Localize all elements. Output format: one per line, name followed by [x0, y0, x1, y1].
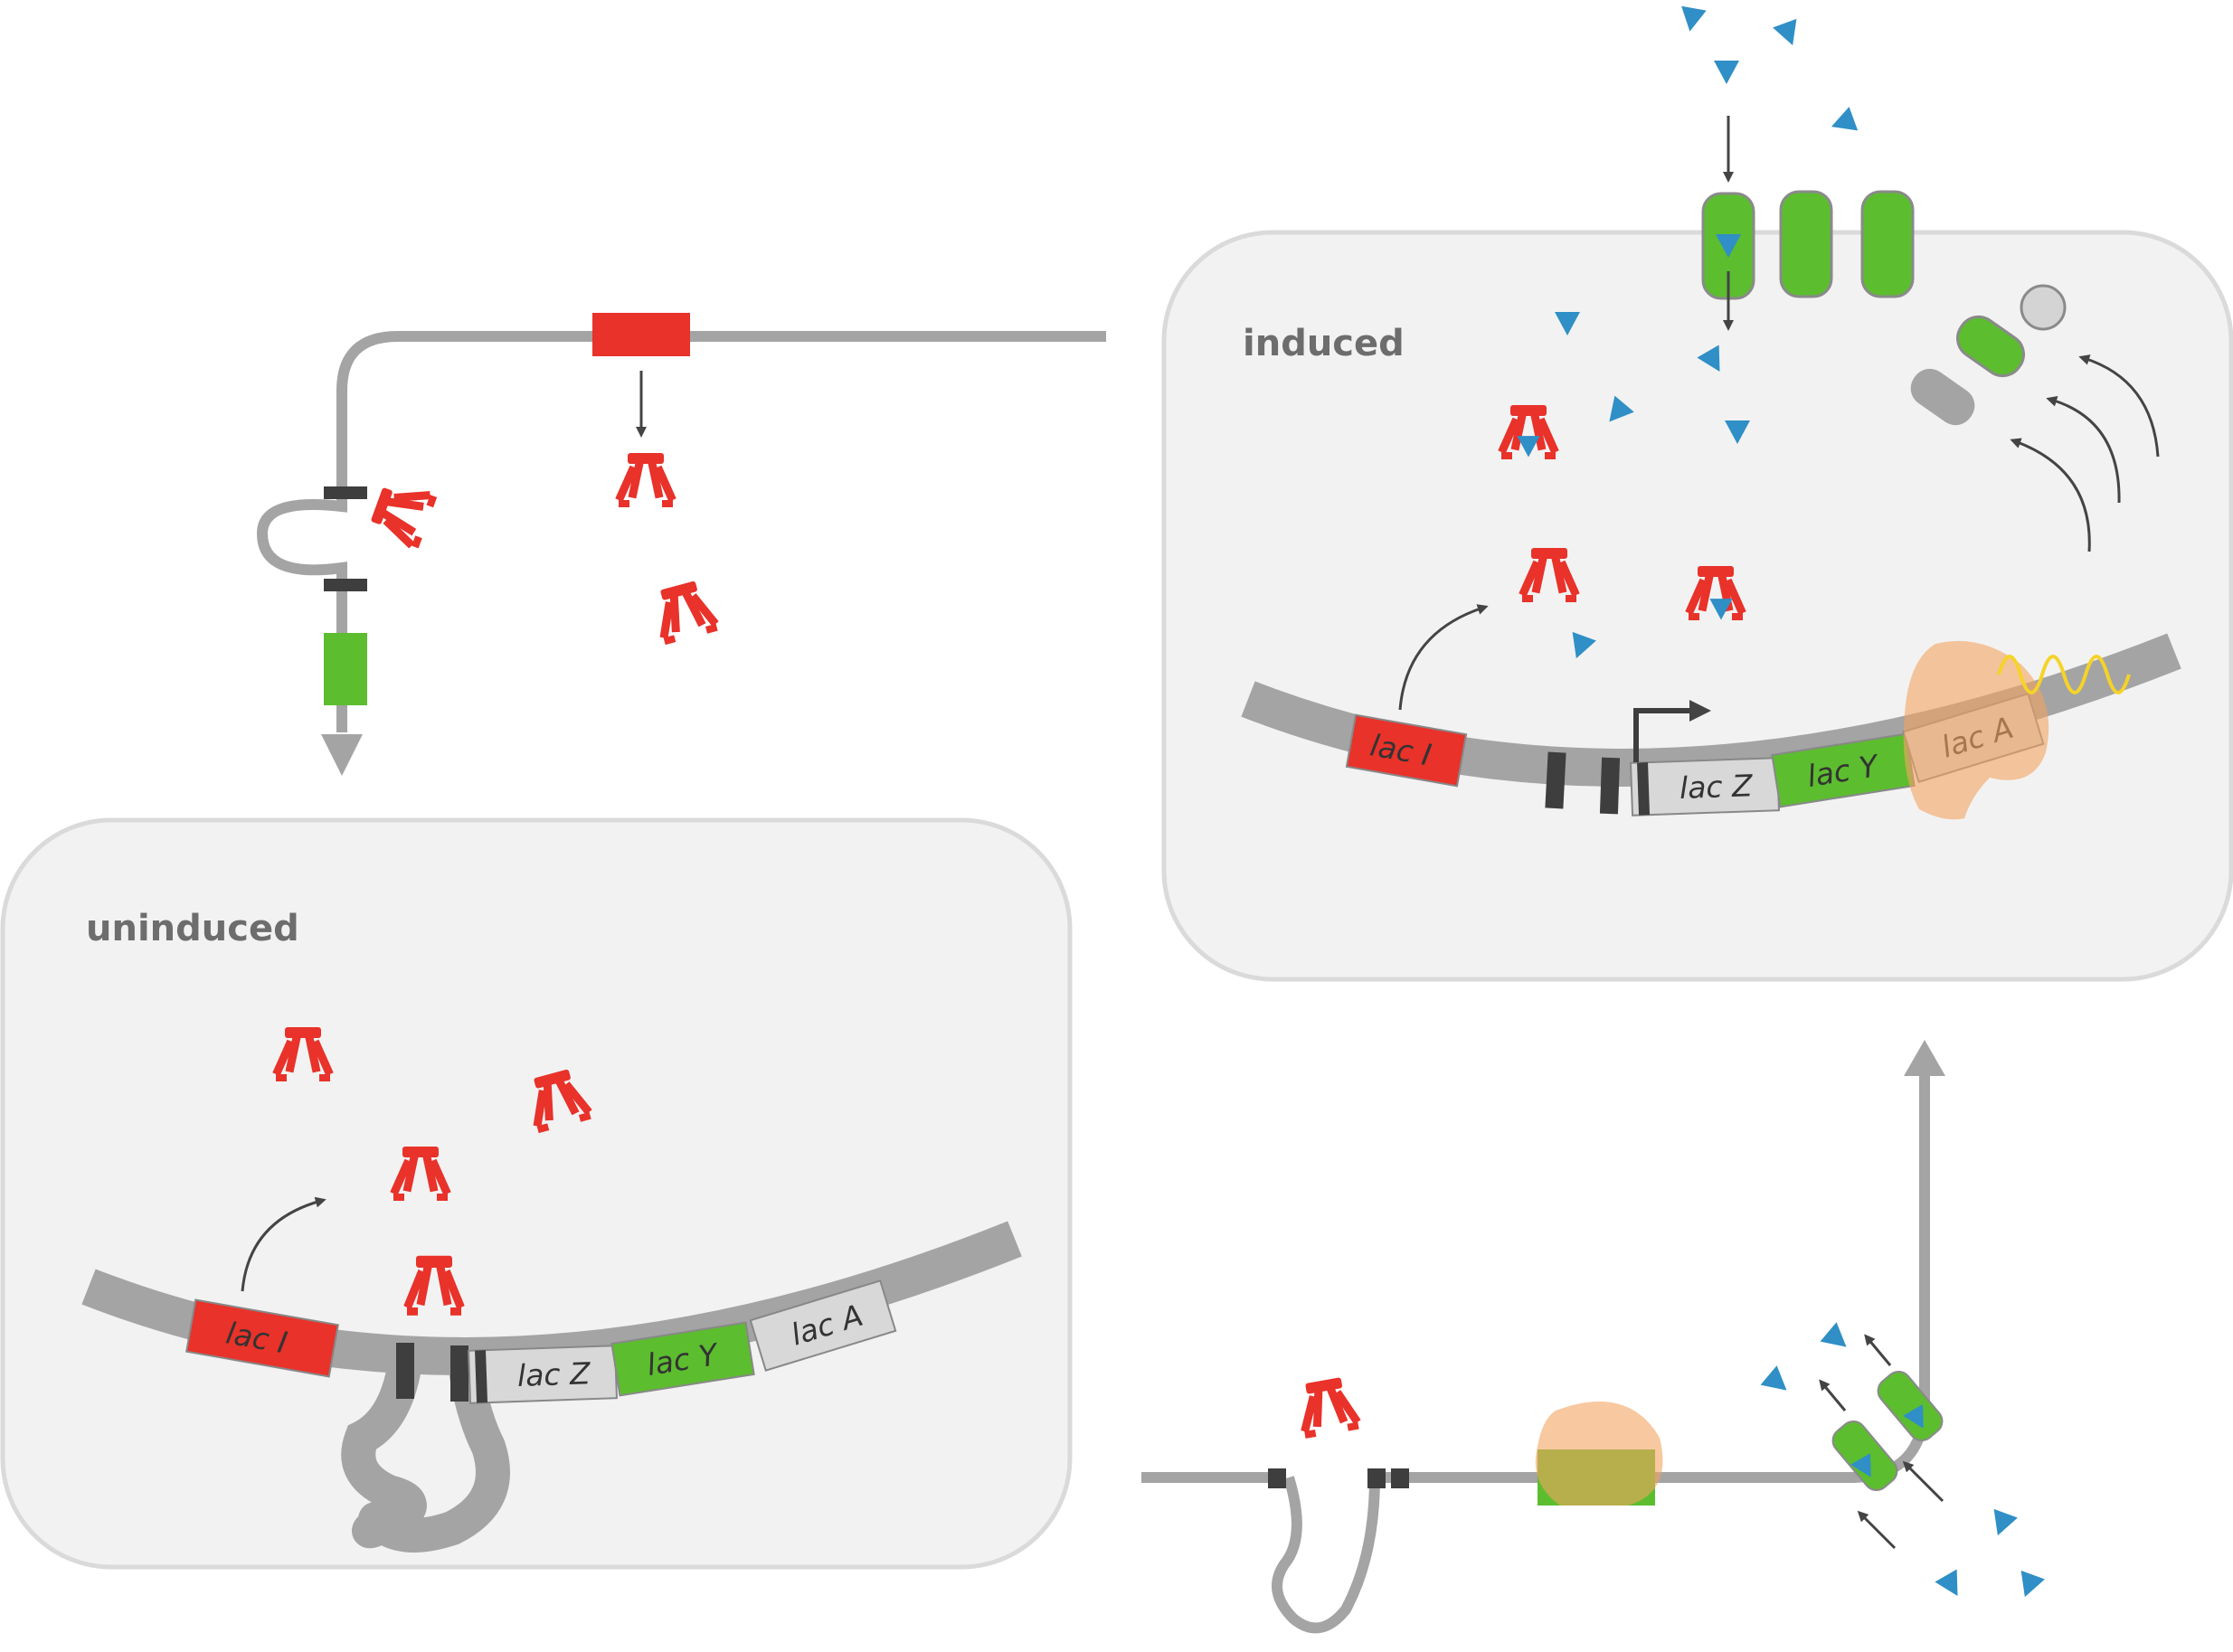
galactosidase-product [1910, 368, 1975, 426]
promoter-arrow [1633, 700, 1711, 762]
lactose-molecule [1760, 1365, 1795, 1401]
lactose-molecule [1820, 1322, 1855, 1357]
gene-lacZ: lac Z [468, 1345, 618, 1404]
translation-arrow [2010, 438, 2091, 552]
operator-site [1545, 751, 1621, 815]
import-arrow [1857, 1510, 1897, 1550]
permease-product [1956, 315, 2025, 378]
pathway-repressor [648, 577, 722, 647]
lactose-molecule [1714, 61, 1739, 84]
uninduced-cell-membrane [0, 817, 1073, 1570]
rna-polymerase [1903, 640, 2049, 820]
permease-channel [1860, 190, 1915, 298]
gene-label-lacZ: lac Z [516, 1355, 591, 1393]
translation-arrow [2078, 354, 2160, 458]
pathway-permease-gene [324, 633, 367, 705]
gene-lacZ: lac Z [1630, 757, 1780, 817]
import-arrow [1902, 1460, 1944, 1503]
pathway-operator [1268, 1468, 1286, 1488]
pathway-line [256, 331, 1106, 732]
pathway-repressor [366, 475, 439, 552]
lactose-molecule [1827, 107, 1859, 139]
uninduced-cell: uninduced lac I lac Z lac Y lac A [0, 817, 1073, 1570]
import-arrow [1864, 1334, 1892, 1366]
dna-loop [341, 1339, 510, 1553]
rna-polymerase [1535, 1402, 1663, 1506]
gene-lacA: lac A [749, 1279, 897, 1372]
operator-site [396, 1343, 414, 1399]
lactose-molecule [1677, 5, 1707, 34]
gene-lacY: lac Y [1771, 732, 1916, 808]
pathway-operator [1367, 1468, 1386, 1488]
lacI-transcription-arrow [1398, 604, 1489, 711]
mrna-strand [1997, 655, 2131, 694]
lactose-molecule [1935, 1569, 1969, 1602]
pathway-arrowhead [321, 734, 363, 776]
pathway-repressor-gene [592, 313, 690, 356]
pathway-line [1141, 1076, 1930, 1634]
permease-channel [1871, 1365, 1949, 1447]
operator-site [450, 1345, 468, 1402]
pathway-operator [1391, 1468, 1409, 1488]
gene-lacI: lac I [185, 1298, 339, 1378]
released-repressor [1292, 1374, 1363, 1440]
lactose-molecule [1985, 1508, 2018, 1540]
induced-label: induced [1243, 323, 1405, 364]
gene-label-lacZ: lac Z [1679, 768, 1754, 806]
induction-pathway [1141, 1040, 2045, 1634]
pathway-repressor [615, 453, 677, 507]
lactose-molecule [2012, 1570, 2045, 1601]
induced-cell: induced [1161, 5, 2233, 982]
pathway-operator [324, 579, 367, 591]
import-arrow [1819, 1379, 1847, 1411]
translation-arrow [2046, 395, 2121, 504]
gene-lacI: lac I [1345, 713, 1468, 788]
permease-channel [1826, 1415, 1904, 1496]
pathway-arrowhead [1904, 1040, 1945, 1076]
permease-channel [1779, 190, 1833, 298]
repression-pathway [256, 313, 1106, 776]
lactose-molecule [1773, 18, 1805, 50]
pathway-operator [324, 486, 367, 499]
uninduced-label: uninduced [86, 908, 299, 949]
lacI-transcription-arrow [241, 1196, 326, 1292]
transacetylase-product [2020, 284, 2067, 331]
gene-lacY: lac Y [610, 1321, 755, 1397]
